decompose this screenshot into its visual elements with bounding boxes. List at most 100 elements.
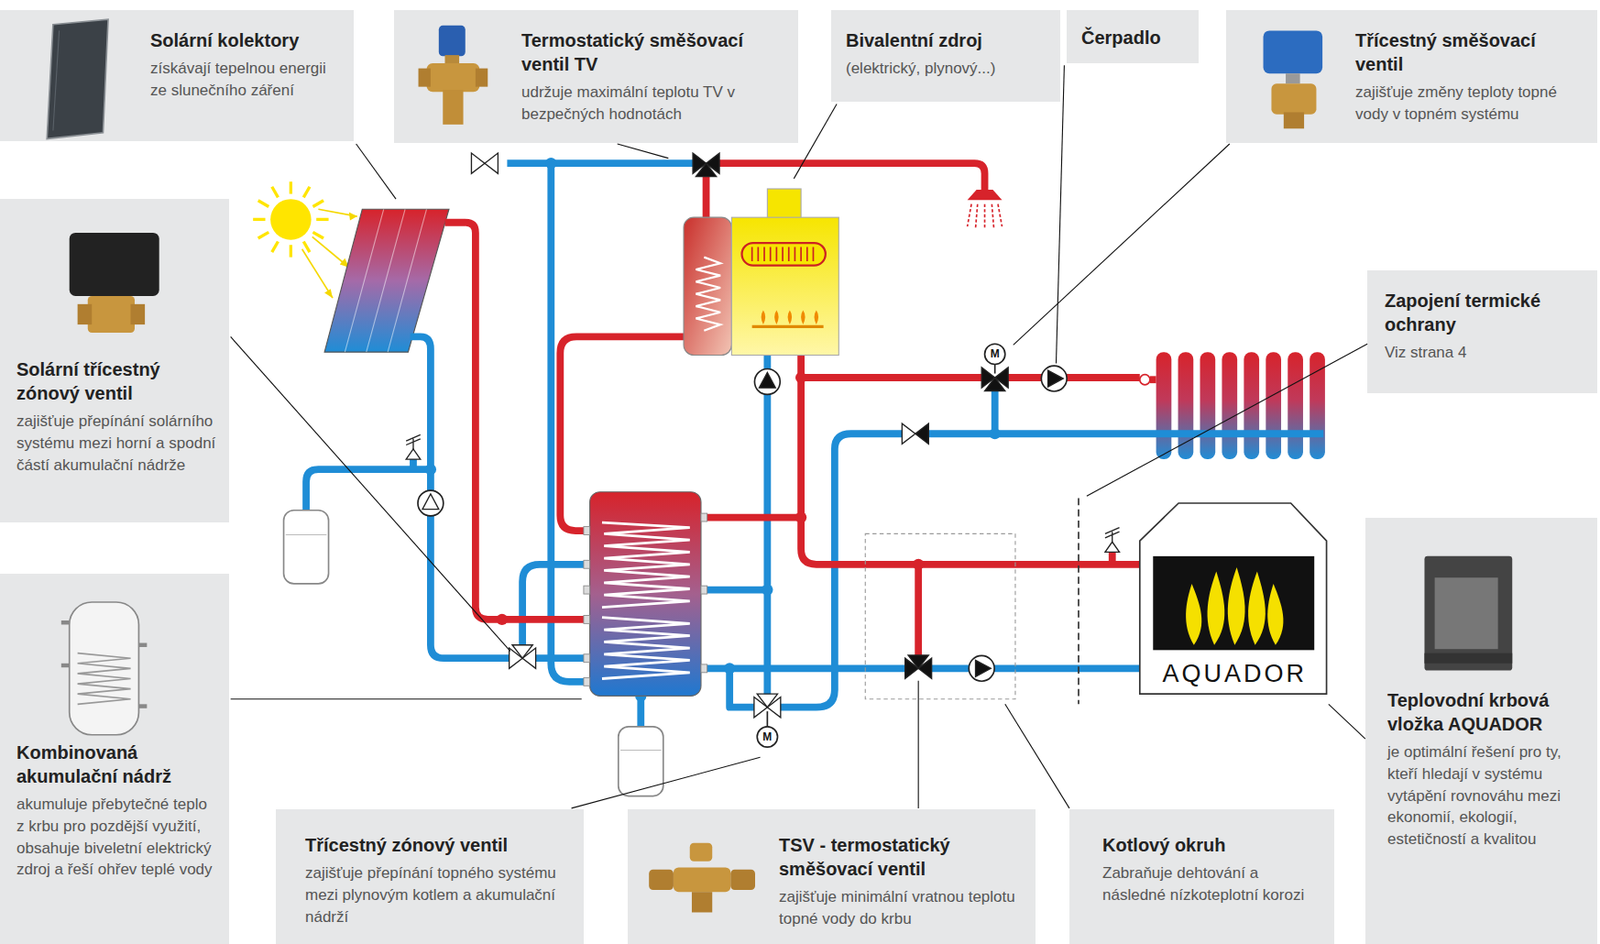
shower-symbol [967, 189, 1003, 200]
callout-box: Termostatický směšovací ventil TVudržuje… [394, 10, 799, 143]
junction-dot [723, 662, 735, 674]
sun-symbol [258, 231, 270, 239]
shower-symbol [967, 189, 1003, 230]
product-icon [138, 643, 147, 647]
valve-symbol [901, 423, 915, 444]
sun-symbol [258, 200, 270, 208]
pump-symbol [417, 490, 444, 516]
radiator [1156, 351, 1326, 460]
radiator [1243, 351, 1260, 460]
callout-box: Kombinovaná akumulační nádržakumuluje př… [0, 573, 230, 944]
pump-symbol [422, 493, 439, 510]
callout-box: Kotlový okruhZabraňuje dehtování a násle… [1069, 809, 1335, 944]
product-icon [1285, 73, 1301, 84]
junction-dot [989, 427, 1001, 439]
callout-heading: Bivalentní zdroj [845, 28, 1050, 53]
heating-scheme [46, 19, 1513, 912]
callout-heading: Zapojení termické ochrany [1384, 288, 1587, 337]
valve-symbol [985, 377, 1006, 391]
accumulation-tank [583, 492, 708, 697]
solar-collector [387, 208, 427, 352]
cold-pipe [410, 336, 511, 658]
callout-box: Solární třícestný zónový ventilzajišťuje… [0, 198, 230, 523]
expansion-vessel [620, 749, 662, 751]
callout-box: Zapojení termické ochranyViz strana 4 [1367, 270, 1598, 394]
leader-line [1005, 703, 1070, 809]
bivalent-boiler [683, 217, 732, 355]
valve-symbol [767, 697, 780, 718]
bivalent-boiler [695, 257, 721, 331]
callout-box: Třícestný zónový ventilzajišťuje přepíná… [275, 809, 584, 944]
valve-symbol [692, 153, 720, 177]
pipe [306, 163, 1324, 727]
hot-pipe [1150, 375, 1157, 384]
callout-text: je optimální řešení pro ty, kteří hledaj… [1387, 741, 1587, 851]
valve-symbol [915, 423, 929, 444]
callout-text: zajišťuje přepínání topného systému mezi… [305, 862, 573, 928]
product-icon [730, 869, 756, 890]
panel-fill [1367, 270, 1598, 394]
cold-pipe [306, 469, 431, 511]
leader-line [1055, 65, 1064, 363]
junction-dot [545, 157, 557, 169]
radiator [1265, 351, 1282, 460]
panel-fill [394, 10, 799, 143]
sun-symbol [316, 218, 329, 221]
product-icon [673, 866, 731, 892]
bivalent-boiler [683, 188, 839, 356]
sun-symbol [289, 244, 293, 257]
bivalent-boiler [767, 188, 801, 220]
leader-line [918, 680, 920, 809]
callout-heading: Termostatický směšovací ventil TV [521, 28, 788, 77]
accumulation-tank [583, 559, 591, 569]
valve-symbol [905, 655, 932, 680]
fireplace-insert [1185, 583, 1202, 646]
callout-text: Zabraňuje dehtování a následné nízkotepl… [1102, 862, 1324, 907]
valve-symbol [908, 655, 929, 669]
product-icon [131, 304, 146, 325]
cold-pipe [409, 459, 417, 470]
sun-symbol [324, 288, 333, 298]
boiler-circuit-marking [1077, 497, 1080, 704]
hot-pipe [718, 163, 986, 190]
safety-valve [405, 434, 1119, 552]
fireplace-insert [1139, 503, 1327, 694]
expansion-vessel [285, 534, 328, 536]
bivalent-boiler [752, 325, 824, 329]
junction-dot [425, 463, 437, 475]
junction-dot [496, 613, 508, 625]
expansion-vessel [284, 510, 329, 584]
product-icon [77, 304, 93, 325]
leader-line [1013, 143, 1230, 345]
boiler-circuit-marking [865, 497, 1079, 704]
fireplace-insert [1227, 567, 1246, 646]
product-icon [138, 703, 147, 708]
product-icon [69, 602, 140, 735]
product-icon [46, 19, 109, 139]
accumulation-tank [583, 585, 591, 594]
fireplace-insert [1207, 571, 1226, 646]
shower-symbol [967, 204, 1003, 231]
sun-symbol [312, 236, 350, 267]
valve-motor [985, 343, 1006, 364]
bivalent-boiler [731, 217, 839, 355]
fireplace-insert [1267, 583, 1283, 646]
sun-symbol [272, 186, 279, 198]
sun-symbol [349, 212, 358, 221]
fireplace-insert [1152, 556, 1315, 650]
callout-text: zajišťuje minimální vratnou teplotu topn… [778, 886, 1025, 931]
callout-text: udržuje maximální teplotu TV v bezpečnýc… [521, 81, 788, 126]
solar-collector [366, 208, 406, 352]
valve-symbol [509, 645, 537, 669]
product-icon [475, 68, 488, 88]
leader-line [1328, 703, 1366, 739]
pump-symbol [758, 372, 776, 388]
cold-pipe [931, 664, 1140, 672]
product-icon [1263, 30, 1324, 74]
junction-dot [761, 583, 773, 595]
cold-pipe [534, 654, 590, 662]
panel-fills [0, 10, 1598, 944]
radiator [1287, 351, 1304, 460]
panel-fill [831, 10, 1061, 102]
pump-symbol [1048, 370, 1064, 387]
